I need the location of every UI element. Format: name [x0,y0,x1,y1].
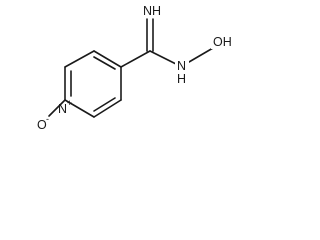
amine-n-label: N [177,59,186,73]
bond-c3-c2 [64,50,95,68]
chemical-structure: NH N H OH N + O - [37,2,237,132]
pyridine-ring [64,50,122,118]
ring-nitrogen-label: N [58,102,67,116]
amidoxime-group [120,18,214,68]
n-oxide-oxygen-label: O [37,118,47,132]
bond-n1-c6 [64,99,95,118]
double-bond-c6-c5 [93,97,116,112]
amine-h-label: H [177,72,186,86]
bond-c6-c5 [93,99,122,118]
bond-c4-camidine [120,50,151,68]
hydroxyl-label: OH [213,35,232,49]
bond-c4-c3 [93,50,122,68]
n-oxide-charge: - [46,114,49,124]
double-bond-c4-c3 [93,56,116,70]
ring-nitrogen-charge: + [67,98,72,108]
imine-nh-label: NH [143,4,161,18]
bond-n-o [188,47,214,63]
bond-n-oxide [48,99,66,117]
bond-camidine-n [149,50,177,65]
